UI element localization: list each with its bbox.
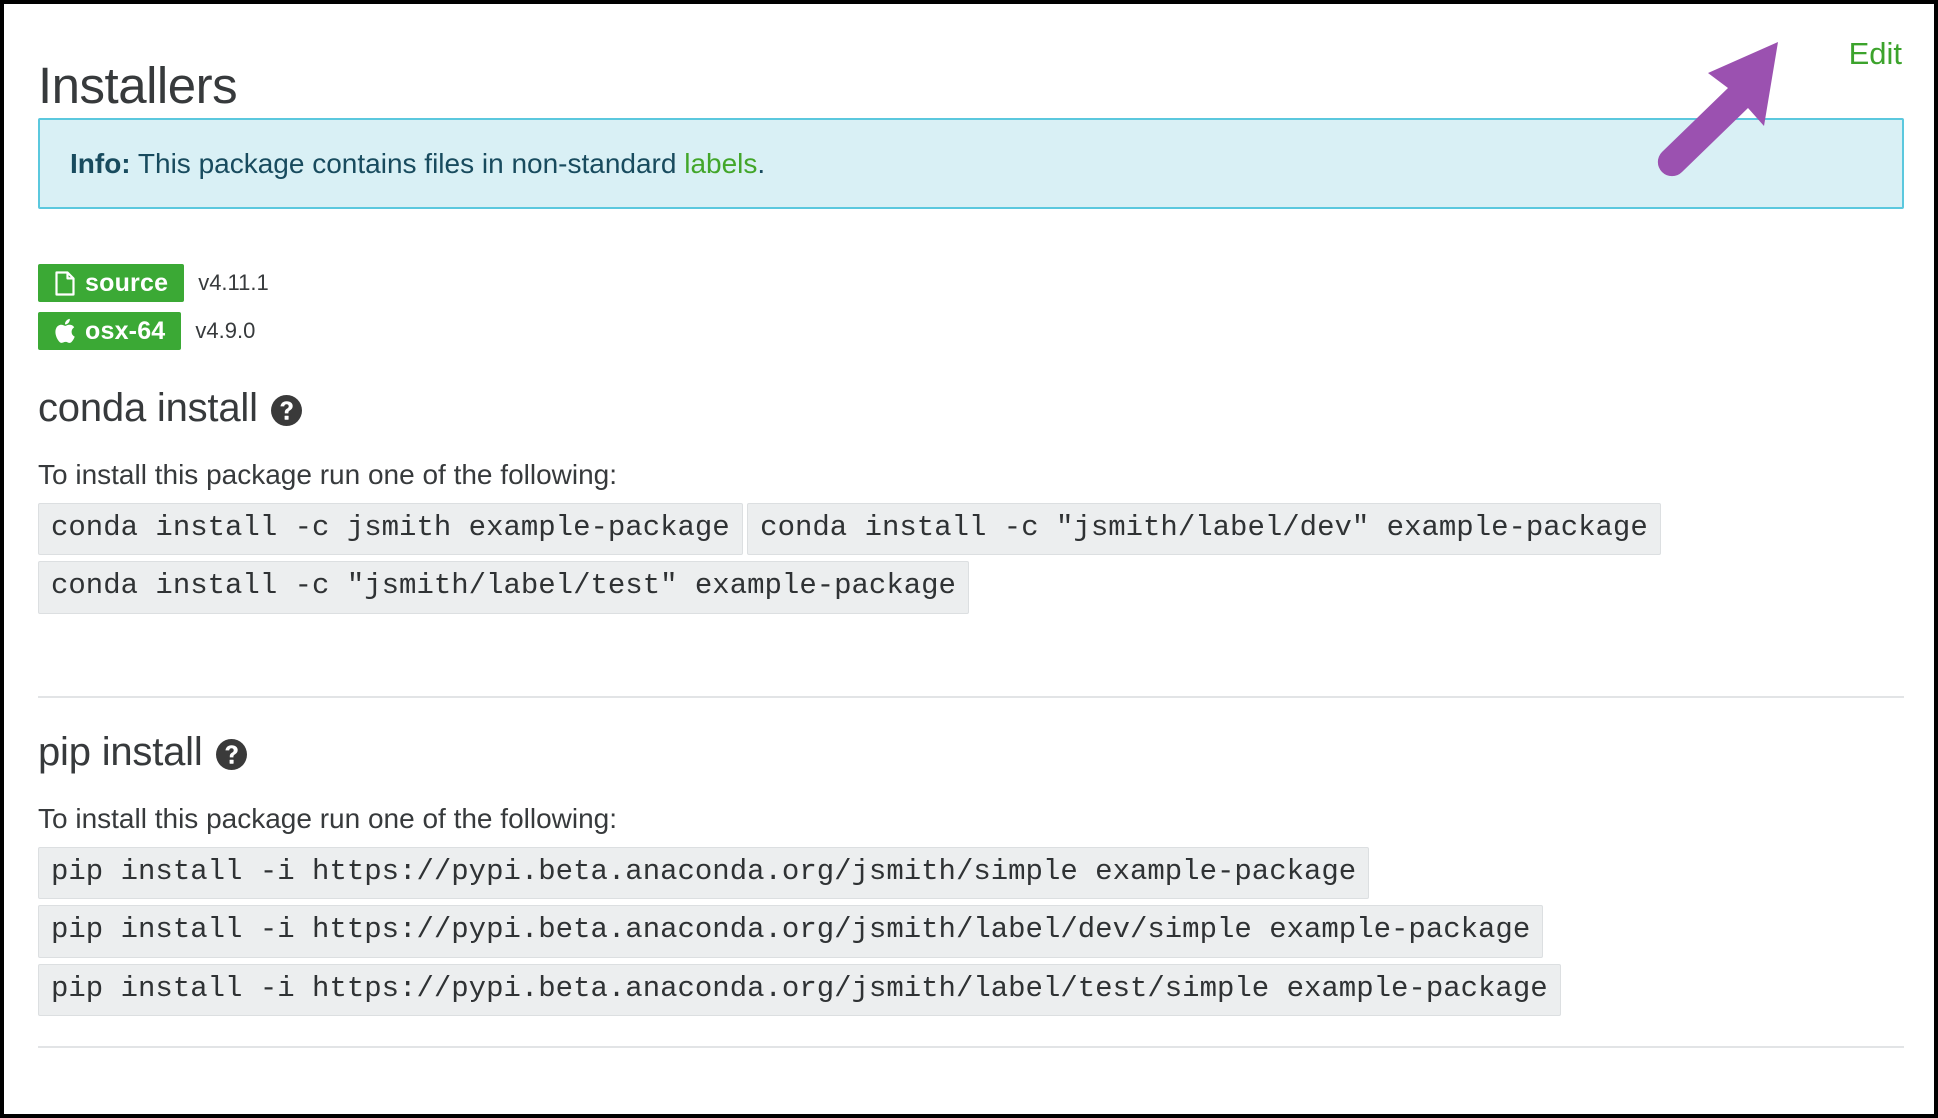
installer-badge-row: source v4.11.1 (38, 264, 269, 302)
question-mark-circle-icon[interactable] (215, 738, 247, 770)
info-alert-suffix: . (757, 147, 766, 179)
conda-command[interactable]: conda install -c jsmith example-package (38, 503, 743, 556)
pip-install-section: pip install To install this package run … (38, 732, 1904, 1022)
installer-badge-row: osx-64 v4.9.0 (38, 312, 269, 350)
page-title: Installers (38, 57, 238, 115)
question-mark-circle-icon[interactable] (270, 394, 302, 426)
info-alert: Info: This package contains files in non… (38, 118, 1904, 209)
info-alert-body: This package contains files in non-stand… (130, 147, 685, 179)
apple-icon (54, 318, 76, 344)
page-bottom-divider (38, 1046, 1904, 1048)
labels-link[interactable]: labels (684, 147, 758, 179)
pip-install-title: pip install (38, 732, 1904, 772)
installer-badge-source[interactable]: source (38, 264, 185, 302)
pip-command[interactable]: pip install -i https://pypi.beta.anacond… (38, 963, 1561, 1016)
pip-command[interactable]: pip install -i https://pypi.beta.anacond… (38, 905, 1544, 958)
info-alert-text: Info: This package contains files in non… (70, 147, 766, 179)
conda-install-title-text: conda install (38, 386, 258, 430)
conda-command[interactable]: conda install -c "jsmith/label/test" exa… (38, 561, 969, 614)
conda-command[interactable]: conda install -c "jsmith/label/dev" exam… (747, 503, 1661, 556)
pip-command[interactable]: pip install -i https://pypi.beta.anacond… (38, 847, 1370, 900)
page-header: Installers Edit (38, 4, 1904, 111)
installer-badge-platform: osx-64 (85, 316, 166, 345)
page-content: Installers Edit Info: This package conta… (38, 4, 1904, 1114)
installer-badge-platform: source (85, 268, 169, 297)
edit-link[interactable]: Edit (1848, 36, 1902, 71)
installer-badge-version: v4.11.1 (198, 270, 269, 295)
info-alert-label: Info: (70, 147, 131, 179)
pip-command-list: pip install -i https://pypi.beta.anacond… (38, 833, 1904, 1022)
conda-install-description: To install this package run one of the f… (38, 459, 618, 490)
section-divider (38, 696, 1904, 698)
conda-install-title: conda install (38, 388, 1904, 428)
conda-command-list: conda install -c jsmith example-package … (38, 489, 1904, 620)
pip-install-title-text: pip install (38, 730, 203, 774)
conda-install-section: conda install To install this package ru… (38, 388, 1904, 620)
installer-badge-osx-64[interactable]: osx-64 (38, 312, 182, 350)
pip-install-description: To install this package run one of the f… (38, 803, 618, 834)
installer-badge-version: v4.9.0 (195, 318, 256, 343)
file-icon (54, 270, 76, 296)
installer-badge-list: source v4.11.1 osx-64 v4.9.0 (38, 264, 269, 360)
